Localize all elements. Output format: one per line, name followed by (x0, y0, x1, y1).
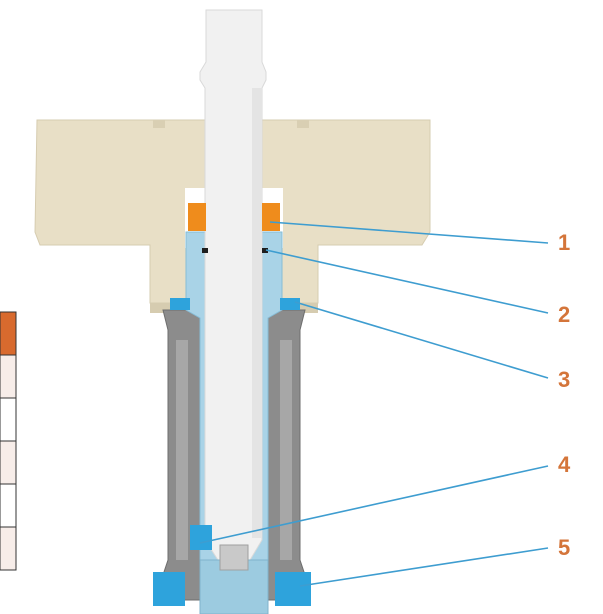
parts-table (0, 311, 17, 571)
seal-black-left (202, 248, 208, 253)
table-row (0, 483, 17, 528)
screw-blue (190, 525, 212, 550)
leader-line-2 (265, 249, 549, 314)
housing-groove (297, 120, 309, 128)
leader-lines (199, 221, 549, 587)
table-row (0, 440, 17, 485)
leader-line-3 (294, 301, 549, 379)
bottom-nut (219, 544, 249, 571)
leader-line-4 (199, 465, 549, 544)
ring-blue-left (170, 298, 190, 310)
pin-blue-right (275, 572, 311, 606)
table-row (0, 526, 17, 571)
casing-inner-right (280, 340, 292, 560)
pin-blue-left (153, 572, 185, 606)
callout-3: 3 (558, 367, 570, 392)
shaft-shadow (252, 88, 262, 538)
table-header-cell (0, 311, 17, 356)
seal-orange-right (262, 203, 280, 231)
callout-2: 2 (558, 302, 570, 327)
casing-inner-left (176, 340, 188, 560)
table-row (0, 397, 17, 442)
leader-line-5 (299, 547, 549, 587)
callout-5: 5 (558, 535, 570, 560)
seal-orange-left (188, 203, 206, 231)
callout-labels: 1 2 3 4 5 (558, 230, 571, 560)
seal-black-right (262, 248, 268, 253)
table-row (0, 354, 17, 399)
housing-groove (153, 120, 165, 128)
callout-4: 4 (558, 452, 571, 477)
leader-line-1 (269, 221, 549, 244)
callout-1: 1 (558, 230, 570, 255)
ring-blue-right (280, 298, 300, 310)
